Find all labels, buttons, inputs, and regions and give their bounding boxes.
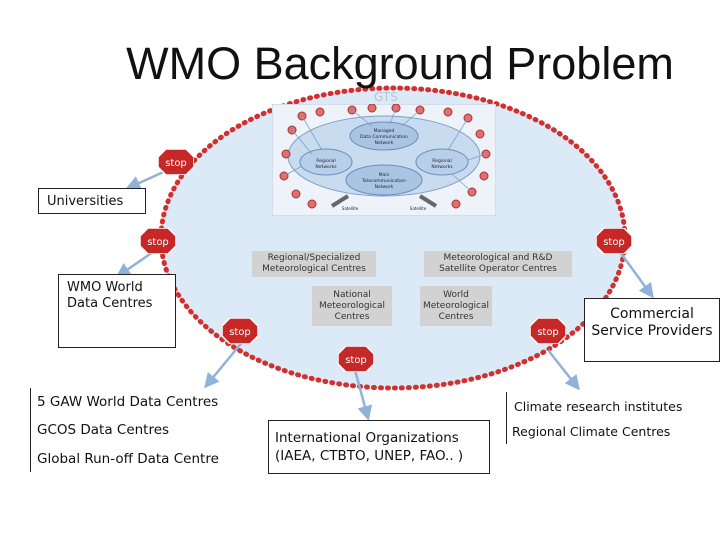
arrow-wmo-wdc <box>115 250 154 278</box>
page-title: WMO Background Problem <box>126 38 674 89</box>
stop-label: stop <box>345 355 367 366</box>
intl-organizations-box: International Organizations (IAEA, CTBTO… <box>268 420 490 474</box>
universities-box: Universities <box>38 188 146 214</box>
rsmc-box: Regional/Specialized Meteorological Cent… <box>252 251 376 277</box>
svg-text:Network: Network <box>375 184 394 190</box>
svg-text:Satellite: Satellite <box>410 206 427 211</box>
gaw-data-centres: 5 GAW World Data Centres <box>37 394 219 410</box>
stop-label: stop <box>229 327 251 338</box>
stop-sign-icon: stop <box>338 346 374 372</box>
stop-label: stop <box>147 237 169 248</box>
climate-research-institutes: Climate research institutes <box>514 399 683 414</box>
stop-label: stop <box>165 158 187 169</box>
stop-sign-icon: stop <box>158 149 194 175</box>
arrow-intl-orgs <box>353 369 373 421</box>
regional-climate-centres: Regional Climate Centres <box>512 424 671 439</box>
stop-sign-icon: stop <box>140 228 176 254</box>
commercial-service-providers-box: Commercial Service Providers <box>584 298 720 362</box>
svg-text:Regional: Regional <box>432 158 451 164</box>
world-met-centres-box: World Meteorological Centres <box>420 286 492 326</box>
wmo-world-data-centres-box: WMO World Data Centres <box>58 274 176 348</box>
gts-label: GTS <box>374 90 398 104</box>
arrow-universities <box>125 168 169 190</box>
right-bracket-line <box>506 392 507 444</box>
left-bracket-line <box>30 388 31 472</box>
runoff-data-centre: Global Run-off Data Centre <box>37 451 219 467</box>
stop-label: stop <box>537 327 559 338</box>
svg-text:Network: Network <box>375 140 394 146</box>
national-met-centres-box: National Meteorological Centres <box>312 286 392 326</box>
svg-text:Main: Main <box>379 172 390 178</box>
svg-text:Networks: Networks <box>431 164 453 170</box>
stop-sign-icon: stop <box>222 318 258 344</box>
svg-text:Regional: Regional <box>316 158 335 164</box>
stop-label: stop <box>603 237 625 248</box>
svg-text:Satellite: Satellite <box>342 206 359 211</box>
svg-text:Data Communication: Data Communication <box>360 134 408 140</box>
svg-text:Telecommunication: Telecommunication <box>361 178 406 184</box>
svg-text:Networks: Networks <box>315 164 337 170</box>
satellite-operators-box: Meteorological and R&D Satellite Operato… <box>424 251 572 277</box>
svg-text:Managed: Managed <box>374 128 395 134</box>
stop-sign-icon: stop <box>596 228 632 254</box>
network-diagram: Managed Data Communication Network Regio… <box>272 104 496 216</box>
stop-sign-icon: stop <box>530 318 566 344</box>
gcos-data-centres: GCOS Data Centres <box>37 422 170 438</box>
arrow-commercial <box>618 251 654 299</box>
arrow-climate <box>547 349 580 391</box>
